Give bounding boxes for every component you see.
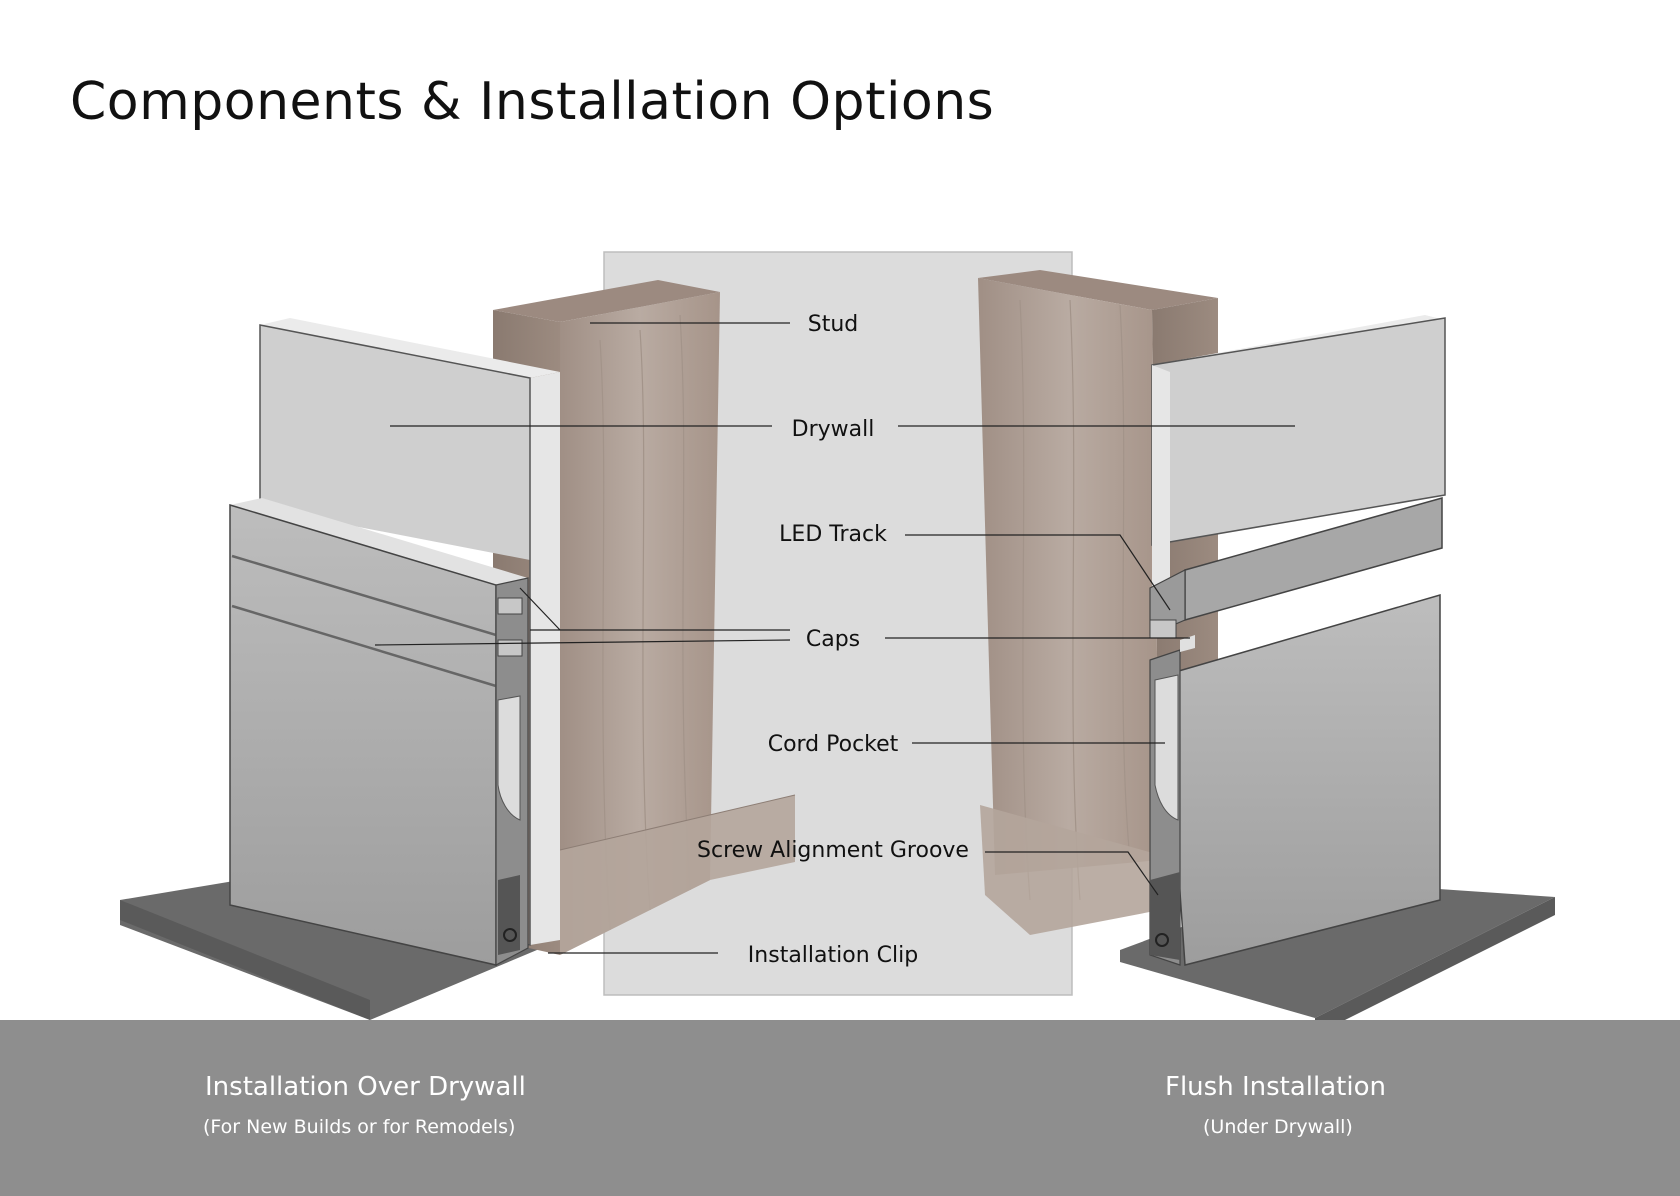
- footer-band: Installation Over Drywall (For New Build…: [0, 1020, 1680, 1196]
- right-assembly: [978, 270, 1555, 1020]
- left-caption-subtitle: (For New Builds or for Remodels): [203, 1116, 516, 1138]
- right-caption-title: Flush Installation: [1165, 1072, 1386, 1102]
- right-drywall: [1151, 315, 1446, 590]
- left-baseboard: [229, 498, 529, 966]
- left-drywall: [259, 318, 560, 946]
- callout-labels: Stud Drywall LED Track Caps Cord Pocket …: [697, 312, 969, 968]
- right-caption-subtitle: (Under Drywall): [1203, 1116, 1353, 1138]
- left-assembly: [120, 280, 796, 1020]
- label-stud: Stud: [808, 312, 859, 337]
- label-screw-alignment-groove: Screw Alignment Groove: [697, 838, 969, 863]
- installation-diagram: Stud Drywall LED Track Caps Cord Pocket …: [120, 251, 1555, 1020]
- callout-lines: [374, 322, 1295, 954]
- left-caption-title: Installation Over Drywall: [205, 1072, 526, 1102]
- label-led-track: LED Track: [779, 522, 887, 547]
- right-led-track: [1149, 497, 1443, 636]
- label-installation-clip: Installation Clip: [748, 943, 918, 968]
- label-caps: Caps: [806, 627, 860, 652]
- right-baseboard: [1149, 594, 1441, 966]
- label-cord-pocket: Cord Pocket: [768, 732, 899, 757]
- label-drywall: Drywall: [792, 417, 875, 442]
- page-title: Components & Installation Options: [70, 72, 995, 132]
